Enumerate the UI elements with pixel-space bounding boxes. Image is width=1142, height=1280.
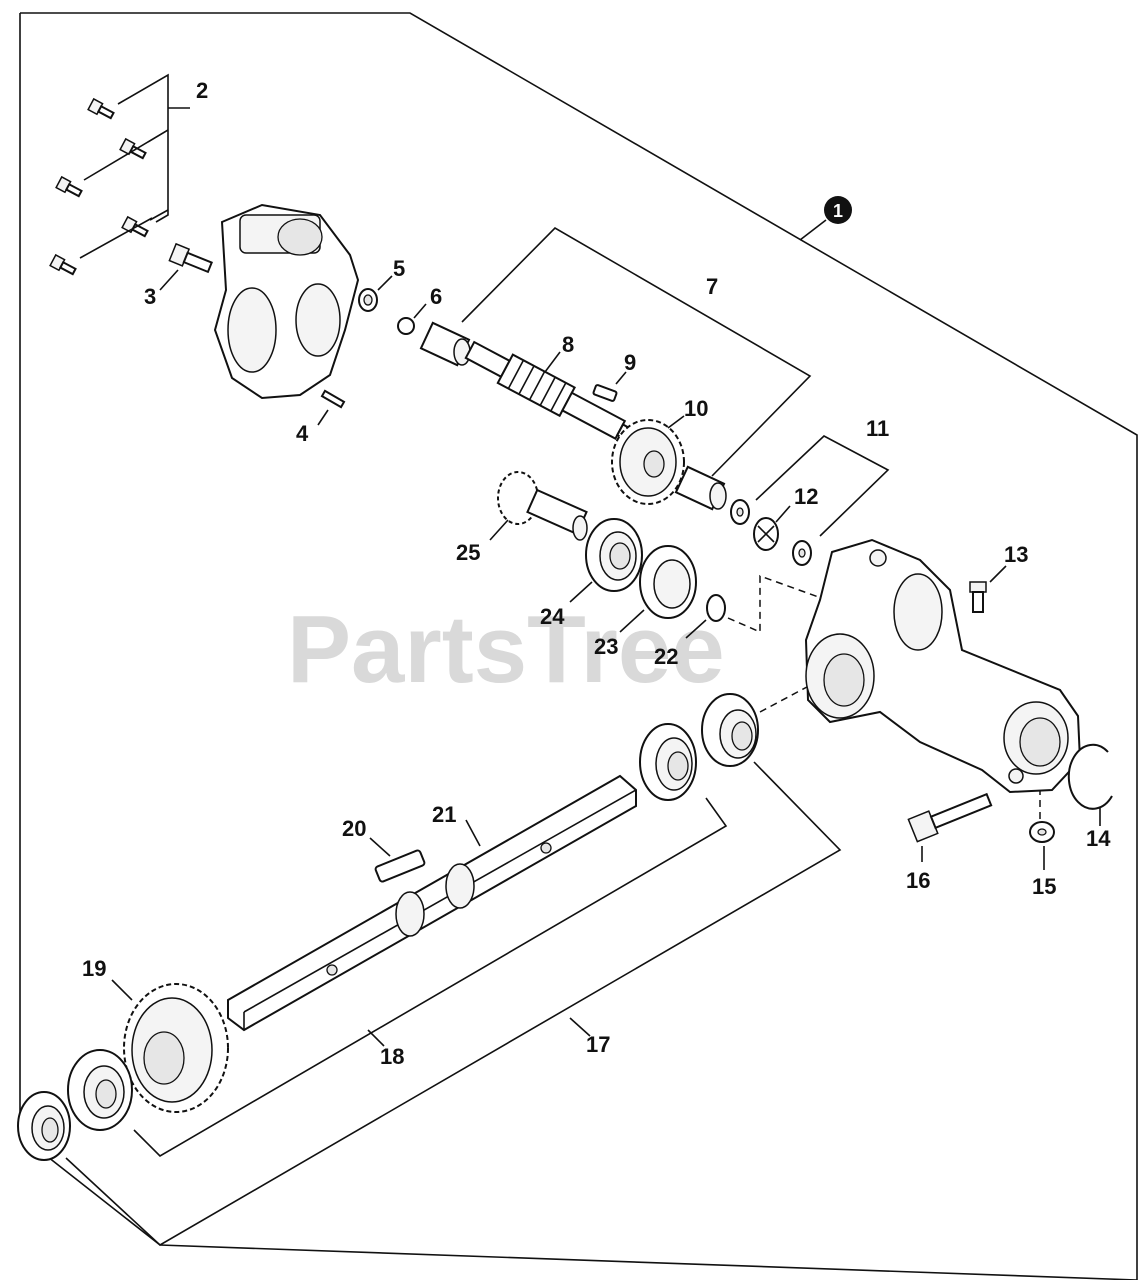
part-12-shim (753, 517, 779, 551)
bracket-18 (133, 797, 728, 1158)
part-20-key (374, 849, 426, 883)
alignment-dashed-line-1 (727, 574, 839, 634)
part-21-output-shaft (227, 774, 637, 1032)
part-24-ball-bearing (585, 518, 643, 592)
label-19: 19 (82, 956, 106, 981)
label-12: 12 (794, 484, 818, 509)
assembly-marker-circle (824, 196, 852, 224)
part-9-key (592, 384, 618, 402)
label-15: 15 (1032, 874, 1056, 899)
part-17-oil-seal-right (701, 693, 759, 767)
label-11: 11 (866, 416, 889, 441)
part-17-oil-seal-left (17, 1091, 71, 1161)
part-13-screw (969, 581, 987, 613)
label-18: 18 (380, 1044, 404, 1069)
gearcase-main-housing (804, 538, 1082, 794)
label-6: 6 (430, 284, 442, 309)
part-25-pinion-shaft (497, 471, 588, 541)
bracket-7 (461, 226, 812, 477)
bracket-11 (755, 435, 890, 537)
part-18-ball-bearing-left (67, 1049, 133, 1131)
bracket-17 (65, 761, 842, 1246)
part-23-ball-bearing (639, 545, 697, 619)
part-16-bolt (907, 792, 993, 843)
leader-line-1 (799, 219, 827, 241)
label-3: 3 (144, 284, 156, 309)
label-13: 13 (1004, 542, 1028, 567)
label-24: 24 (540, 604, 565, 629)
watermark-text: PartsTree (287, 596, 725, 703)
label-21: 21 (432, 802, 456, 827)
label-22: 22 (654, 644, 678, 669)
label-25: 25 (456, 540, 480, 565)
label-8: 8 (562, 332, 574, 357)
gearcase-cover-housing (213, 203, 360, 400)
label-17: 17 (586, 1032, 610, 1057)
part-2-screws (49, 73, 190, 276)
part-19-bevel-gear (123, 983, 229, 1113)
assembly-marker-number: 1 (833, 201, 843, 221)
part-10-gear (611, 419, 685, 505)
label-10: 10 (684, 396, 708, 421)
part-6-ball (397, 317, 415, 335)
label-20: 20 (342, 816, 366, 841)
label-23: 23 (594, 634, 618, 659)
label-7: 7 (706, 274, 718, 299)
label-14: 14 (1086, 826, 1111, 851)
part-4-pin (320, 389, 346, 409)
label-2: 2 (196, 78, 208, 103)
part-7-needle-bearing (419, 321, 471, 367)
part-7-needle-bearing-2 (674, 465, 727, 511)
label-16: 16 (906, 868, 930, 893)
label-4: 4 (296, 421, 309, 446)
part-14-circlip (1067, 743, 1113, 810)
label-5: 5 (393, 256, 405, 281)
part-3-bolt (168, 242, 213, 274)
label-9: 9 (624, 350, 636, 375)
part-18-ball-bearing-right (639, 723, 697, 801)
part-22-snap-ring (706, 594, 726, 622)
